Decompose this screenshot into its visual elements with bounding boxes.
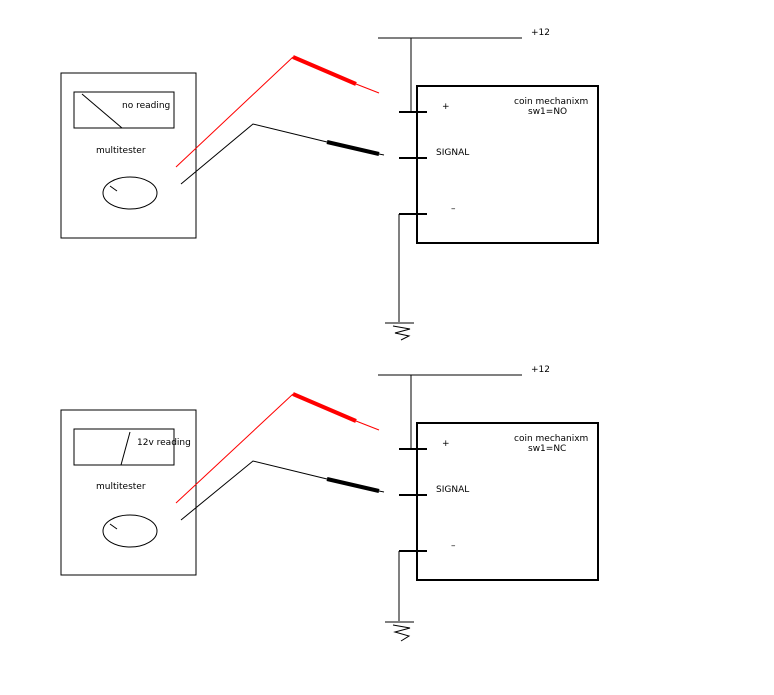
coin-mechanism-box xyxy=(416,422,599,581)
device-title: coin mechanixm xyxy=(514,97,588,107)
selector-dial xyxy=(102,176,158,210)
device-state: sw1=NO xyxy=(528,107,567,117)
meter-display xyxy=(73,91,175,129)
supply-wiring: +12 xyxy=(378,365,550,449)
black-probe-tip xyxy=(378,153,385,156)
multitester-label: multitester xyxy=(96,482,146,492)
ground xyxy=(385,214,414,341)
multitester-body xyxy=(60,72,197,239)
meter-reading-label: 12v reading xyxy=(137,438,191,448)
meter-reading-label: no reading xyxy=(122,101,170,111)
multitester-label: multitester xyxy=(96,146,146,156)
supply-label: +12 xyxy=(531,365,550,375)
pin-plus-label: + xyxy=(442,439,450,449)
meter-needle xyxy=(120,431,131,466)
meter-needle xyxy=(81,93,123,129)
multitester: 12v reading multitester xyxy=(60,409,197,576)
pin-signal-label: SIGNAL xyxy=(436,485,469,495)
pin-minus-label: – xyxy=(451,541,456,551)
pin-plus-label: + xyxy=(442,102,450,112)
red-probe-handle xyxy=(292,55,357,86)
red-probe-tip xyxy=(355,83,380,94)
selector-dial-pointer xyxy=(109,523,118,530)
ground-symbol-zigzag xyxy=(392,624,411,642)
diagram-12v-reading: 12v reading multitester +12 + SIGNA xyxy=(60,365,599,642)
selector-dial xyxy=(102,514,158,548)
black-probe-lead xyxy=(180,460,328,521)
ground-symbol-zigzag xyxy=(392,325,411,341)
black-probe-lead xyxy=(180,123,328,185)
selector-dial-pointer xyxy=(109,185,118,192)
device-title: coin mechanixm xyxy=(514,434,588,444)
red-probe-handle xyxy=(292,392,357,423)
coin-mechanism: + SIGNAL – coin mechanixm sw1=NO xyxy=(399,85,599,244)
diagram-no-reading: no reading multitester +12 xyxy=(60,28,599,341)
red-probe-lead xyxy=(175,56,294,168)
red-probe xyxy=(175,55,380,168)
supply-label: +12 xyxy=(531,28,550,38)
black-probe-handle xyxy=(326,477,380,493)
red-probe-tip xyxy=(355,420,380,431)
pin-minus-label: – xyxy=(451,204,456,214)
supply-wiring: +12 xyxy=(378,28,550,112)
black-probe xyxy=(180,123,385,185)
coin-mechanism-box xyxy=(416,85,599,244)
multitester: no reading multitester xyxy=(60,72,197,239)
pin-signal-label: SIGNAL xyxy=(436,148,469,158)
black-probe-handle xyxy=(326,140,380,156)
device-state: sw1=NC xyxy=(528,444,566,454)
red-probe-lead xyxy=(175,393,294,504)
black-probe xyxy=(180,460,385,521)
multitester-body xyxy=(60,409,197,576)
meter-display xyxy=(73,428,175,466)
black-probe-tip xyxy=(378,490,385,493)
coin-mechanism: + SIGNAL – coin mechanixm sw1=NC xyxy=(399,422,599,581)
red-probe xyxy=(175,392,380,504)
ground xyxy=(385,551,414,642)
